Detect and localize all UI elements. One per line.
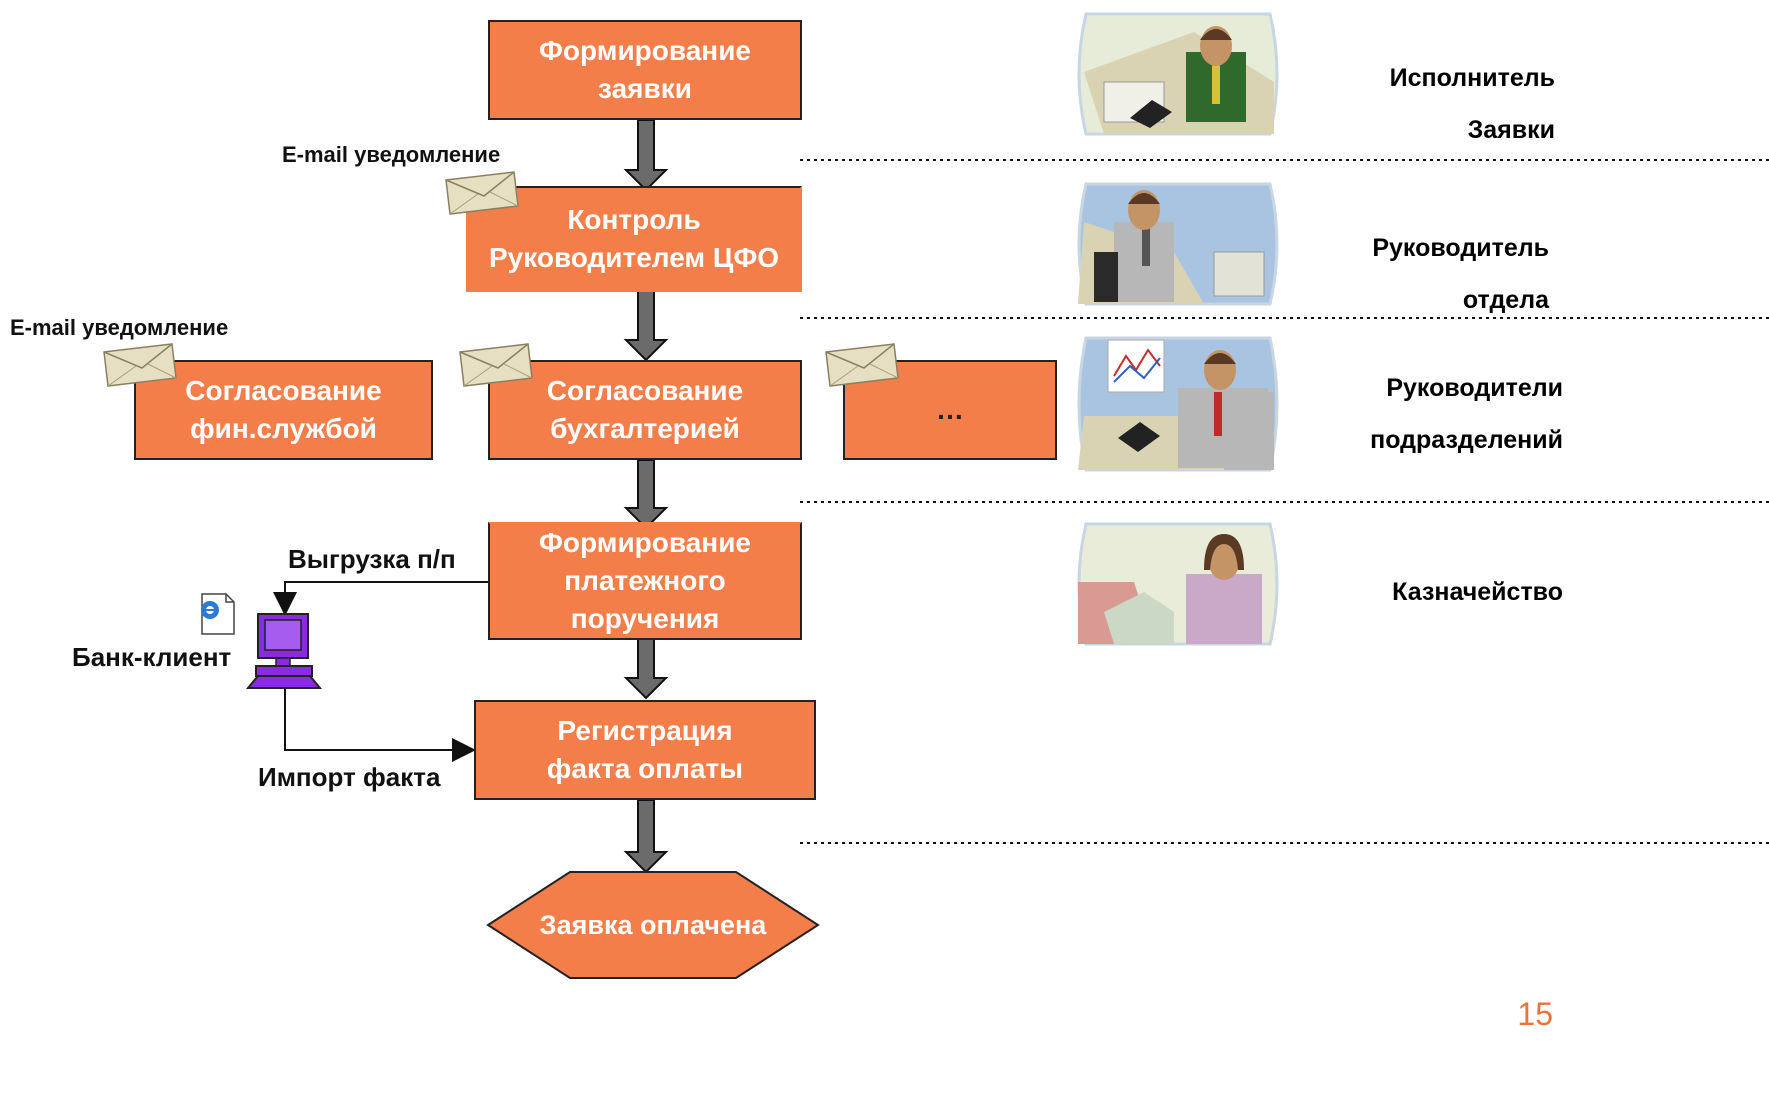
envelope-icon <box>103 343 177 387</box>
step-text: факта оплаты <box>546 753 744 784</box>
step-form-payment: Формирование платежного поручения <box>488 522 802 640</box>
email-notification-label: E-mail уведомление <box>10 315 229 340</box>
step-paid: Заявка оплачена <box>488 900 818 950</box>
computer-icon <box>246 613 322 689</box>
flow-arrow <box>623 799 669 874</box>
step-text: … <box>936 394 964 425</box>
role-text: отдела <box>1462 286 1549 314</box>
step-text: заявки <box>598 73 692 104</box>
step-text: фин.службой <box>190 413 377 444</box>
envelope-icon <box>459 343 533 387</box>
step-approve-fin: Согласование фин.службой <box>134 360 433 460</box>
role-text: Заявки <box>1467 116 1555 144</box>
bank-client-label: Банк-клиент <box>72 642 232 672</box>
step-text: Регистрация <box>557 715 733 746</box>
role-dept-head: Руководитель отдела <box>1372 222 1549 326</box>
export-label: Выгрузка п/п <box>288 544 456 574</box>
step-text: поручения <box>570 603 720 634</box>
page-number: 15 <box>1517 996 1553 1032</box>
flow-arrow <box>623 289 669 362</box>
treasury-portrait-image <box>1077 522 1279 646</box>
import-arrow <box>284 688 476 762</box>
import-label: Импорт факта <box>258 762 441 792</box>
step-approve-acc: Согласование бухгалтерией <box>488 360 802 460</box>
step-text: Формирование <box>539 527 751 558</box>
unit-heads-portrait-image <box>1077 336 1279 472</box>
role-treasury: Казначейство <box>1392 566 1563 618</box>
role-text: подразделений <box>1370 426 1563 454</box>
step-control: Контроль Руководителем ЦФО <box>466 186 802 292</box>
email-notification-label: E-mail уведомление <box>282 142 501 167</box>
dept-head-portrait-image <box>1077 182 1279 306</box>
role-text: Казначейство <box>1392 578 1563 606</box>
step-text: Формирование <box>539 35 751 66</box>
role-unit-heads: Руководители подразделений <box>1370 362 1563 466</box>
ie-document-icon <box>201 593 235 635</box>
step-text: Руководителем ЦФО <box>488 242 780 273</box>
step-text: Заявка оплачена <box>539 910 767 940</box>
role-text: Руководитель <box>1372 234 1549 262</box>
step-form-request: Формирование заявки <box>488 20 802 120</box>
paid-hexagon-shape <box>486 871 820 979</box>
step-text: платежного <box>564 565 726 596</box>
role-executor: Исполнитель Заявки <box>1390 52 1555 156</box>
step-text: Контроль <box>567 204 701 235</box>
step-text: бухгалтерией <box>550 413 740 444</box>
step-register-payment: Регистрация факта оплаты <box>474 700 816 800</box>
flow-arrow <box>623 119 669 192</box>
step-approve-more: … <box>843 360 1057 460</box>
flow-arrow <box>623 629 669 700</box>
envelope-icon <box>445 171 519 215</box>
executor-portrait-image <box>1077 12 1279 136</box>
role-text: Руководители <box>1386 374 1563 402</box>
export-arrow <box>273 581 490 616</box>
step-text: Согласование <box>546 375 744 406</box>
role-text: Исполнитель <box>1389 64 1555 92</box>
step-text: Согласование <box>185 375 382 406</box>
envelope-icon <box>825 343 899 387</box>
flow-arrow <box>623 459 669 530</box>
